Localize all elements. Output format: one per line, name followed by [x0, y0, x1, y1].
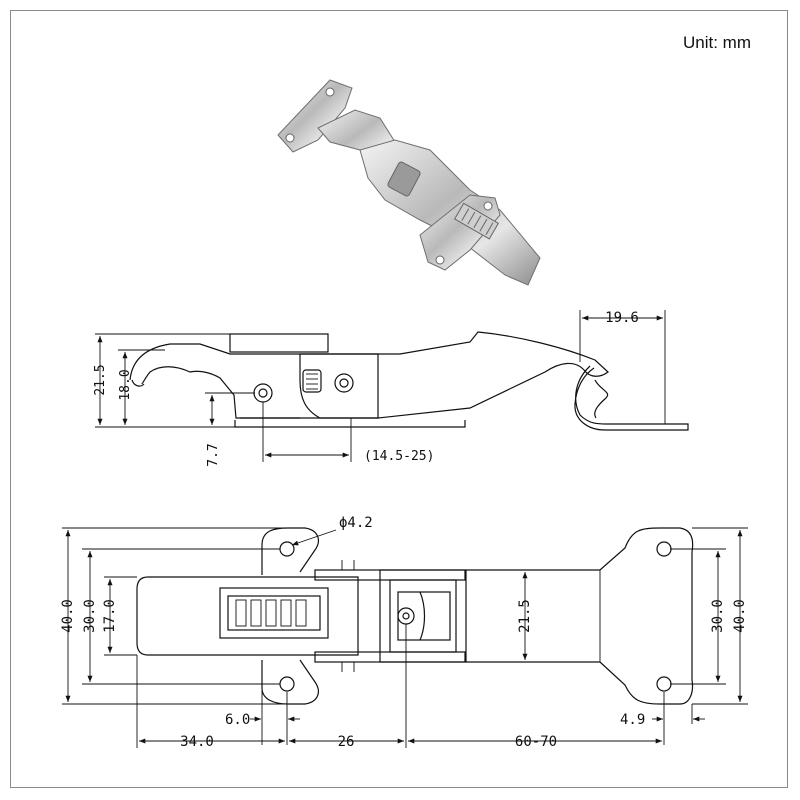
dim-width-mid-left: 30.0	[82, 599, 98, 633]
dim-width-mid-right: 30.0	[710, 599, 726, 633]
dim-hole-offset: 7.7	[206, 443, 221, 466]
dim-width-center: 21.5	[517, 599, 533, 633]
dim-width-outer-left: 40.0	[60, 599, 76, 633]
dim-width-inner-left: 17.0	[102, 599, 118, 633]
dim-hook-offset: 19.6	[605, 310, 639, 326]
dim-hole-diameter: ϕ4.2	[339, 515, 373, 531]
dim-adjust-range: (14.5-25)	[364, 449, 434, 464]
dim-hole-edge-right: 4.9	[620, 712, 645, 728]
dim-span-c: 60-70	[515, 734, 557, 750]
dim-height-inner: 18.0	[118, 369, 133, 400]
unit-label: Unit: mm	[683, 33, 751, 52]
top-view: ϕ4.2 40.0 30.0 17.0 21.5 30.0 40.0 6.0	[60, 515, 748, 750]
drawing-frame	[10, 10, 788, 788]
dim-hole-edge-left: 6.0	[225, 712, 250, 728]
side-view: 21.5 18.0 19.6 7.7 (14.5-25)	[93, 310, 689, 467]
latch-product-photo	[277, 79, 541, 286]
dim-span-b: 26	[338, 734, 355, 750]
dim-width-outer-right: 40.0	[732, 599, 748, 633]
dim-height-total: 21.5	[93, 364, 108, 395]
dim-span-a: 34.0	[180, 734, 214, 750]
